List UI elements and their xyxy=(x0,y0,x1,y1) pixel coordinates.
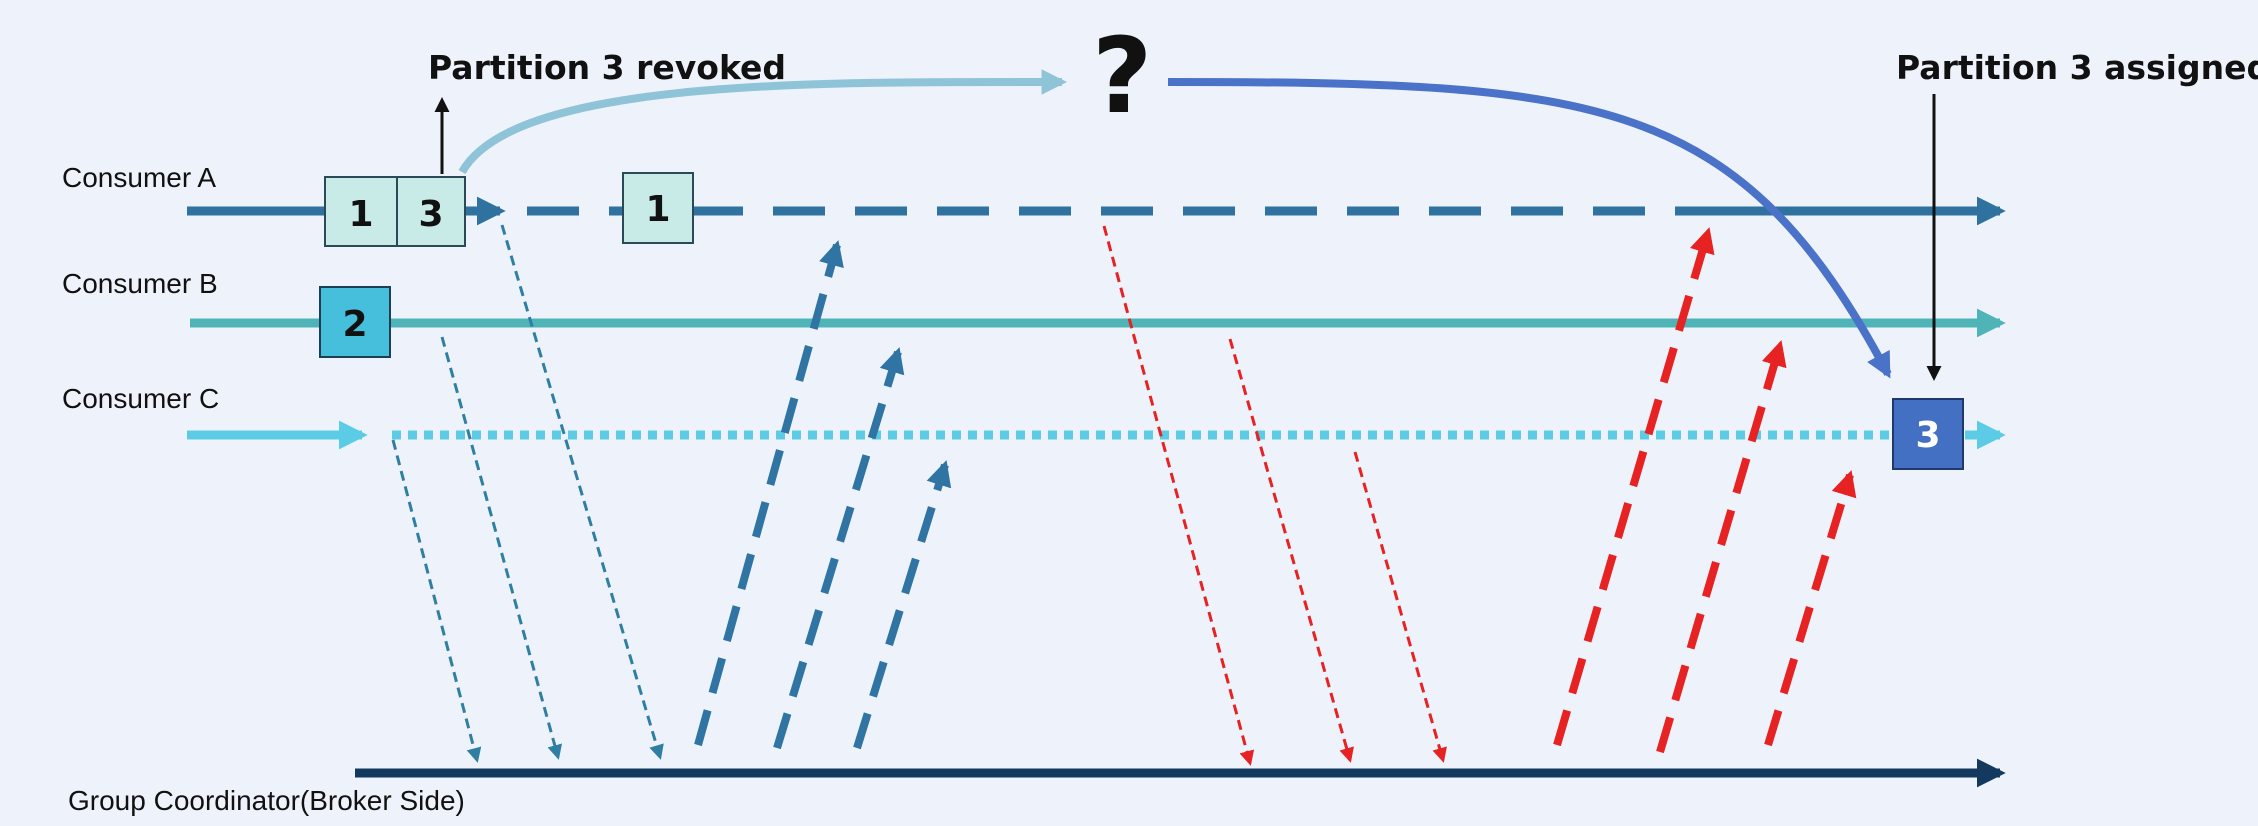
consumer-b-partition-2: 2 xyxy=(319,286,391,358)
partition-number: 3 xyxy=(418,194,443,235)
partition-number: 1 xyxy=(348,194,373,235)
partition-revoked-label: Partition 3 revoked xyxy=(428,48,786,87)
consumer-a-partition-1: 1 xyxy=(324,176,398,247)
sync-request-arrows xyxy=(1102,225,1447,766)
consumer-b-label: Consumer B xyxy=(62,268,218,299)
partition-number: 2 xyxy=(342,304,367,345)
join-request-arrows xyxy=(391,224,664,763)
join-response-arrows xyxy=(694,240,952,750)
coordinator-label: Group Coordinator(Broker Side) xyxy=(68,785,465,816)
consumer-c-partition-3: 3 xyxy=(1892,398,1964,470)
consumer-a-label: Consumer A xyxy=(62,162,216,193)
assign-curve xyxy=(1167,78,1892,379)
partition-assigned-label: Partition 3 assigned xyxy=(1896,48,2258,87)
revoke-curve xyxy=(458,69,1068,175)
unknown-state-mark: ? xyxy=(1092,15,1152,137)
consumer-a-partition-3: 3 xyxy=(396,176,466,247)
sync-response-arrows xyxy=(1553,227,1857,754)
partition-number: 3 xyxy=(1915,415,1940,456)
partition-number: 1 xyxy=(645,189,670,230)
consumer-c-label: Consumer C xyxy=(62,383,219,414)
consumer-a-partition-1-retained: 1 xyxy=(622,172,694,244)
